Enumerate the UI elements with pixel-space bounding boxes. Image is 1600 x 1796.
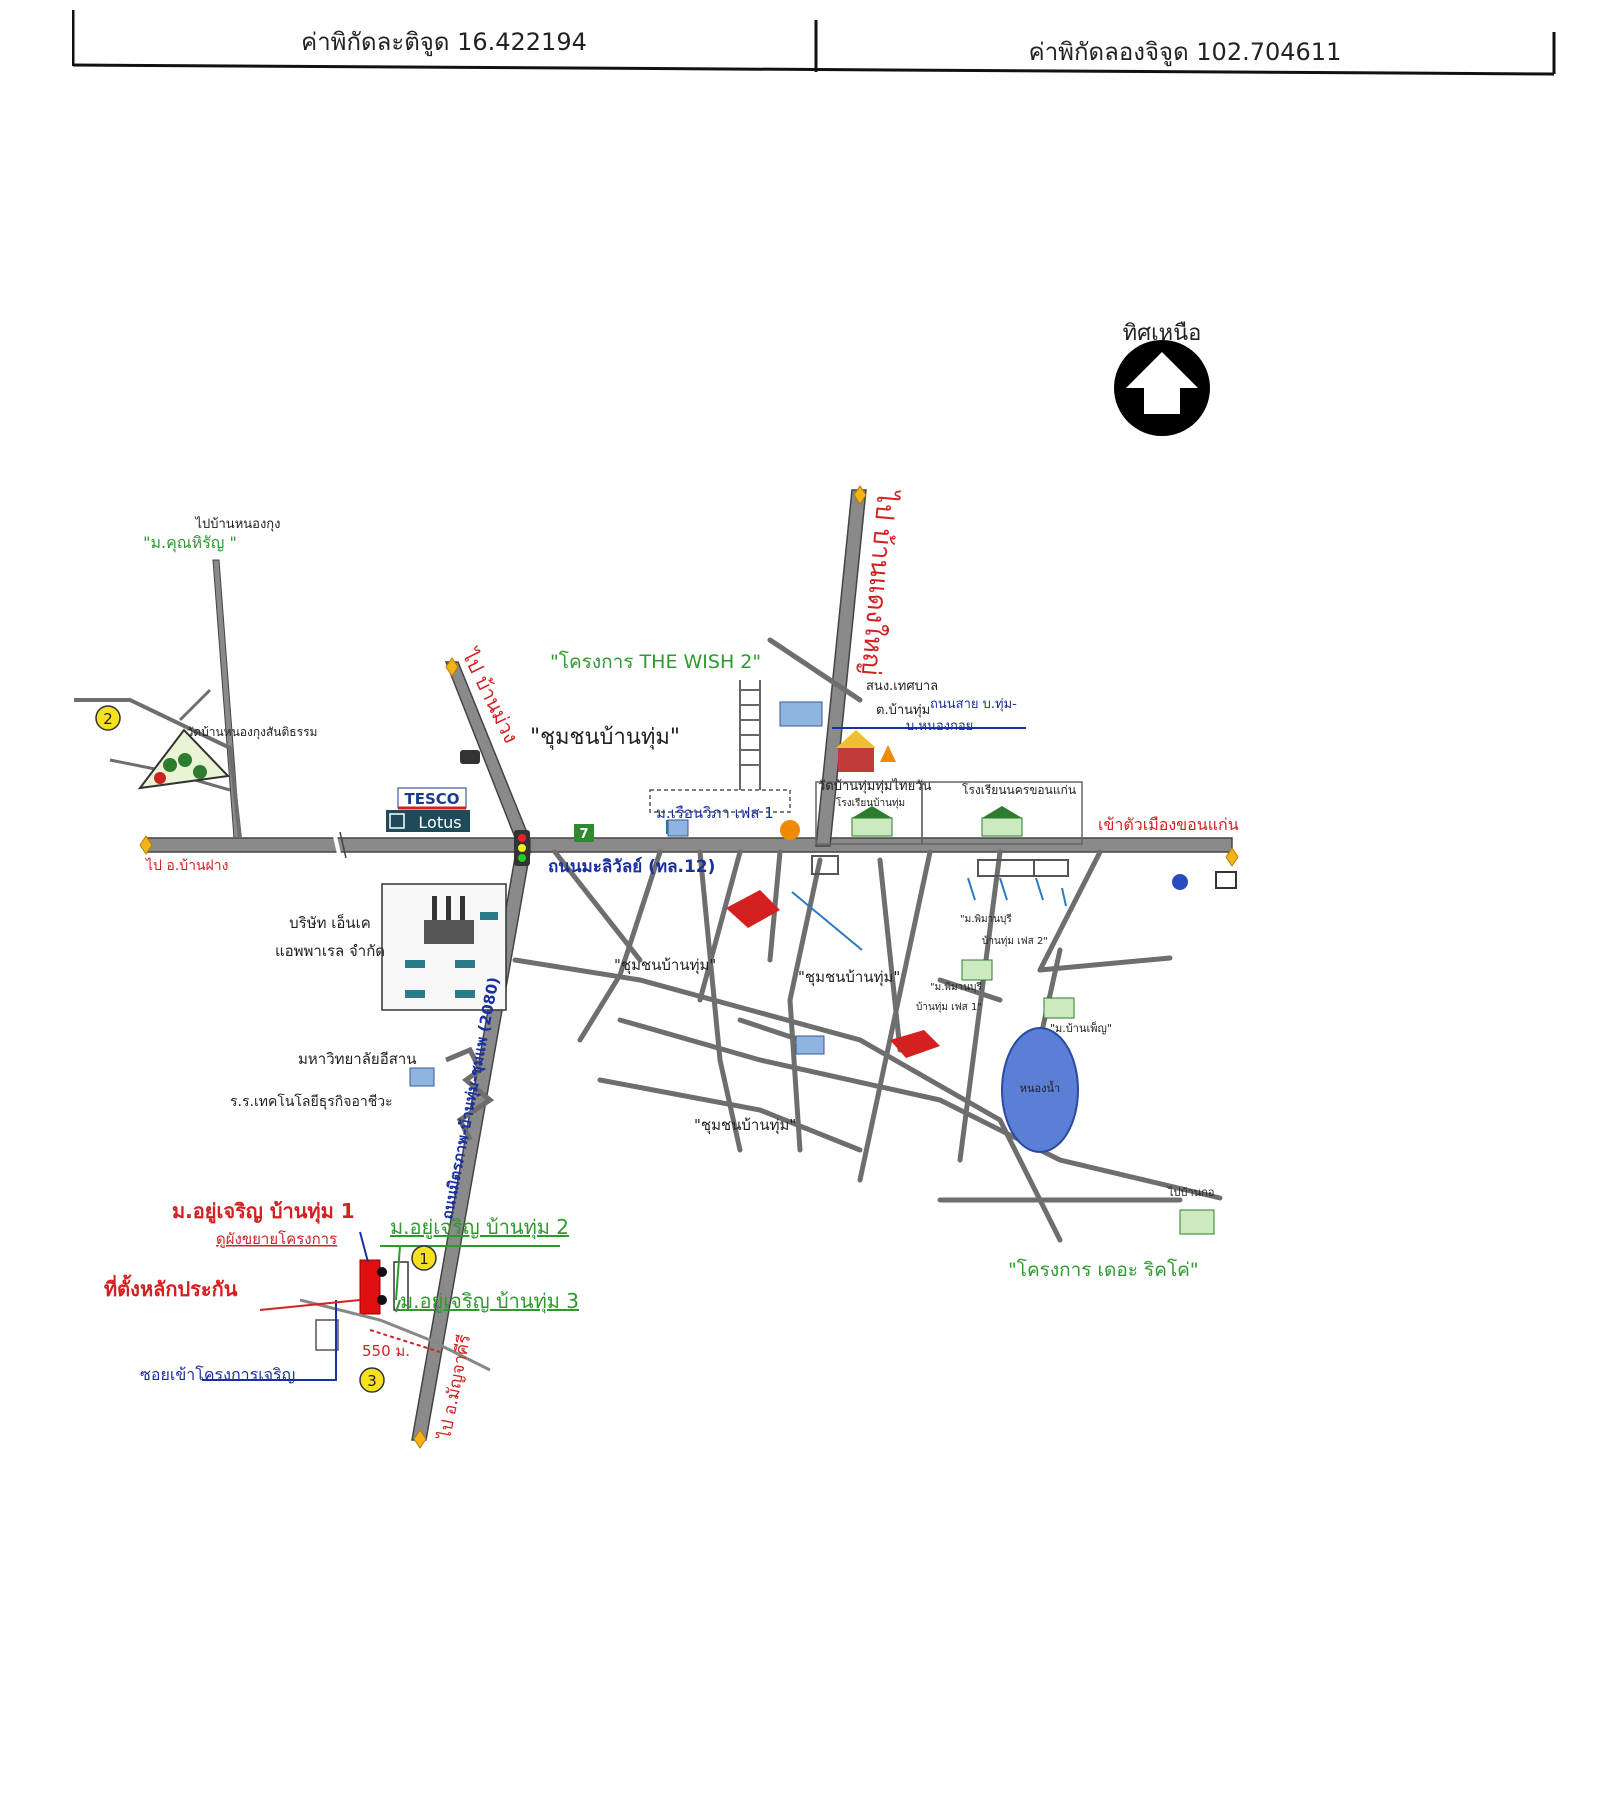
label-school-ban-thum: โรงเรียนบ้านทุ่ม bbox=[836, 796, 905, 809]
svg-text:ไปบ้านกอ: ไปบ้านกอ bbox=[1167, 1186, 1214, 1199]
latitude-cell: ค่าพิกัดละติจูด 16.422194 bbox=[301, 27, 587, 56]
lake bbox=[1001, 1027, 1079, 1153]
temple-park bbox=[137, 728, 231, 790]
bus-icon bbox=[460, 750, 480, 764]
svg-text:"ม.พิมานบุรี: "ม.พิมานบุรี bbox=[930, 981, 982, 993]
label-yu-charoen-1: ม.อยู่เจริญ บ้านทุ่ม 1 bbox=[172, 1199, 355, 1225]
label-thanon-mali: ถนนมะลิวัลย์ (ทล.12) bbox=[548, 856, 715, 877]
label-expand-project: ดูผังขยายโครงการ bbox=[216, 1230, 337, 1248]
label-yu-charoen-2: ม.อยู่เจริญ บ้านทุ่ม 2 bbox=[390, 1215, 569, 1240]
svg-text:บ้านทุ่ม เฟส 1": บ้านทุ่ม เฟส 1" bbox=[916, 1001, 982, 1013]
traffic-light-icon bbox=[514, 830, 530, 866]
north-arrow: ทิศเหนือ bbox=[1114, 321, 1210, 436]
community-building-icon bbox=[795, 1035, 825, 1055]
university-icon bbox=[409, 1067, 435, 1087]
label-t-ban-thum: ต.บ้านทุ่ม bbox=[876, 703, 930, 718]
label-tech-school: ร.ร.เทคโนโลยีธุรกิจอาชีวะ bbox=[230, 1093, 393, 1110]
collateral-site bbox=[299, 1259, 491, 1372]
svg-text:3: 3 bbox=[367, 1372, 377, 1390]
market-icon bbox=[726, 890, 940, 1058]
municipal-temple-icon bbox=[836, 730, 896, 772]
svg-text:บ้านทุ่ม เฟส 2": บ้านทุ่ม เฟส 2" bbox=[982, 935, 1048, 947]
label-to-ban-fang: ไป อ.บ้านฝาง bbox=[145, 857, 228, 874]
seven-eleven-icon bbox=[574, 824, 594, 842]
coordinate-header-table: ค่าพิกัดละติจูด 16.422194 ค่าพิกัดลองจิจ… bbox=[72, 10, 1556, 76]
label-ban-nong-koi: บ.หนองกอย bbox=[906, 719, 973, 734]
factory-box bbox=[381, 883, 507, 1011]
label-chumchon-main: "ชุมชนบ้านทุ่ม" bbox=[530, 725, 680, 750]
label-collateral: ที่ตั้งหลักประกัน bbox=[104, 1274, 238, 1301]
circle-marker-2: 2 bbox=[95, 705, 121, 731]
label-wat-ban-thum: วัดบ้านทุ่มทุ่มไทยวัน bbox=[818, 778, 931, 794]
the-wish-2-plan bbox=[739, 680, 761, 790]
minor-roads bbox=[512, 637, 1223, 1243]
office-building-icon bbox=[779, 701, 823, 727]
hospital-icon bbox=[1215, 871, 1237, 889]
road-end-markers bbox=[139, 485, 1239, 1449]
svg-text:1: 1 bbox=[419, 1250, 429, 1268]
factory-icon bbox=[424, 896, 474, 944]
circle-marker-1: 1 bbox=[411, 1245, 437, 1271]
label-wat-nong-kung: วัดบ้านหนองกุงสันติธรรม bbox=[187, 725, 318, 740]
the-rich-icon bbox=[1179, 1209, 1215, 1235]
label-school-nakhon: โรงเรียนนครขอนแก่น bbox=[962, 783, 1076, 797]
label-university: มหาวิทยาลัยอีสาน bbox=[298, 1050, 417, 1068]
longitude-cell: ค่าพิกัดลองจิจูด 102.704611 bbox=[1028, 37, 1342, 66]
svg-text:"ม.พิมานบุรี: "ม.พิมานบุรี bbox=[960, 913, 1012, 925]
tesco-lotus-logo: TESCO Lotus bbox=[386, 787, 470, 832]
label-enter-khon-kaen: เข้าตัวเมืองขอนแก่น bbox=[1098, 815, 1239, 834]
label-to-ban-nong-kung: ไปบ้านหนองกุง bbox=[194, 516, 280, 532]
svg-text:2: 2 bbox=[103, 710, 113, 728]
label-company-2: แอพพาเรล จำกัด bbox=[275, 942, 385, 960]
label-chumchon-2: "ชุมชนบ้านทุ่ม" bbox=[798, 968, 900, 987]
phimanburi-icon bbox=[961, 959, 993, 981]
svg-text:7: 7 bbox=[579, 827, 588, 842]
campus-road bbox=[445, 1046, 495, 1142]
label-ruen-wipa: ม.เรือนวิภา เฟส 1 bbox=[656, 804, 774, 822]
label-the-rich: "โครงการ เดอะ ริคโค่" bbox=[1008, 1258, 1199, 1281]
school-icon-2 bbox=[981, 806, 1023, 837]
label-the-wish-2: "โครงการ THE WISH 2" bbox=[550, 650, 761, 673]
shell-icon bbox=[780, 820, 800, 840]
label-thanon-sai: ถนนสาย บ.ทุ่ม- bbox=[930, 697, 1017, 712]
svg-text:TESCO: TESCO bbox=[404, 790, 459, 808]
school-icon-1 bbox=[851, 806, 893, 837]
label-chumchon-3: "ชุมชนบ้านทุ่ม" bbox=[694, 1116, 796, 1135]
label-m-khunthirin: "ม.คุณหิรัญ " bbox=[143, 533, 237, 553]
label-chumchon-1: "ชุมชนบ้านทุ่ม" bbox=[614, 956, 716, 975]
ban-phen-icon bbox=[1043, 997, 1075, 1019]
svg-text:"ม.บ้านเพ็ญ": "ม.บ้านเพ็ญ" bbox=[1050, 1021, 1112, 1035]
label-distance: 550 ม. bbox=[362, 1342, 410, 1360]
main-road bbox=[145, 831, 1233, 859]
gas-icon bbox=[1172, 874, 1188, 890]
svg-text:หนองน้ำ: หนองน้ำ bbox=[1020, 1080, 1060, 1095]
ruen-wipa-icon bbox=[667, 819, 689, 837]
label-company-1: บริษัท เอ็นเค bbox=[289, 913, 371, 932]
label-sanong-tessaban: สนง.เทศบาล bbox=[866, 679, 938, 694]
svg-text:Lotus: Lotus bbox=[418, 813, 461, 832]
label-yu-charoen-3: ม.อยู่เจริญ บ้านทุ่ม 3 bbox=[400, 1289, 579, 1314]
circle-marker-3: 3 bbox=[359, 1367, 385, 1393]
header-borders bbox=[72, 10, 1556, 76]
label-soi-charoen: ซอยเข้าโครงการเจริญ bbox=[140, 1365, 295, 1384]
